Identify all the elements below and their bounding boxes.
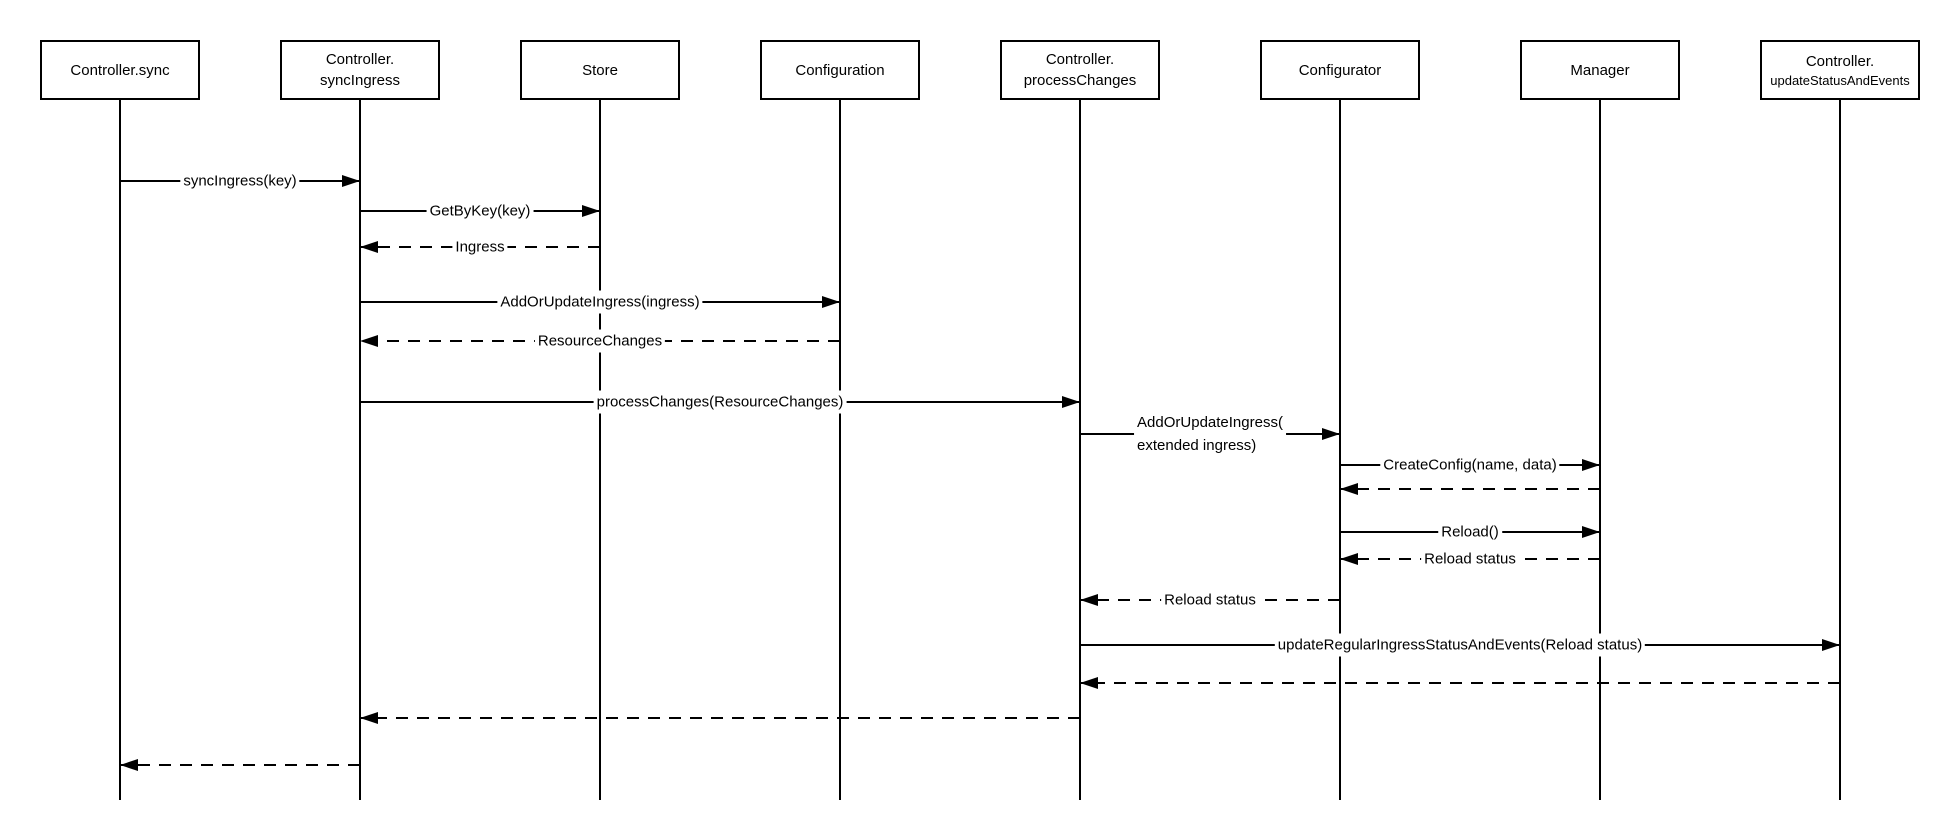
arrowhead-icon [1340, 483, 1358, 495]
message-label: ResourceChanges [534, 329, 666, 353]
arrowhead-icon [582, 205, 600, 217]
message-label: CreateConfig(name, data) [1380, 453, 1560, 477]
lifeline-sync [119, 100, 121, 800]
participant-label: syncIngress [319, 72, 401, 89]
participant-store: Store [520, 40, 680, 100]
arrowhead-icon [360, 335, 378, 347]
message-label-line: AddOrUpdateIngress(ingress) [500, 293, 700, 311]
message-label-line: GetByKey(key) [429, 202, 531, 220]
lifeline-manager [1599, 100, 1601, 800]
arrowhead-icon [342, 175, 360, 187]
arrowhead-icon [1582, 526, 1600, 538]
arrowhead-icon [822, 296, 840, 308]
participant-processChanges: Controller. processChanges [1000, 40, 1160, 100]
lifeline-processChanges [1079, 100, 1081, 800]
message-label: GetByKey(key) [426, 199, 534, 223]
participant-label: Controller.sync [70, 61, 170, 79]
message-line-9 [1340, 488, 1600, 490]
participant-label: Configurator [1298, 61, 1382, 79]
participant-configurator: Configurator [1260, 40, 1420, 100]
participant-label: Store [582, 61, 618, 79]
participant-label: Controller. [1805, 53, 1875, 70]
message-line-16 [120, 764, 360, 766]
message-line-14 [1080, 682, 1840, 684]
participant-label: Configuration [795, 61, 885, 79]
arrowhead-icon [360, 712, 378, 724]
message-label-line: processChanges(ResourceChanges) [596, 393, 844, 411]
arrowhead-icon [1822, 639, 1840, 651]
lifeline-updateStatusAndEvents [1839, 100, 1841, 800]
arrowhead-icon [1062, 396, 1080, 408]
lifeline-syncIngress [359, 100, 361, 800]
message-label: processChanges(ResourceChanges) [593, 390, 847, 414]
arrowhead-icon [1080, 677, 1098, 689]
arrowhead-icon [1080, 594, 1098, 606]
participant-label: Controller. [1045, 51, 1115, 68]
message-label-line: updateRegularIngressStatusAndEvents(Relo… [1277, 636, 1643, 654]
message-label-line: CreateConfig(name, data) [1383, 456, 1557, 474]
message-label: Reload status [1161, 588, 1259, 612]
message-label: Ingress [452, 235, 508, 259]
message-label-line: Reload() [1441, 523, 1499, 541]
message-label: AddOrUpdateIngress( extended ingress) [1134, 411, 1286, 457]
lifeline-configuration [839, 100, 841, 800]
arrowhead-icon [1582, 459, 1600, 471]
arrowhead-icon [1340, 553, 1358, 565]
participant-label: Controller. [325, 51, 395, 68]
arrowhead-icon [360, 241, 378, 253]
participant-configuration: Configuration [760, 40, 920, 100]
message-label: Reload() [1438, 520, 1502, 544]
message-label-line: ResourceChanges [537, 332, 663, 350]
message-label-line: AddOrUpdateIngress( [1137, 414, 1283, 431]
message-label: Reload status [1421, 547, 1519, 571]
participant-label: updateStatusAndEvents [1770, 73, 1910, 88]
message-label: updateRegularIngressStatusAndEvents(Relo… [1274, 633, 1646, 657]
message-label: syncIngress(key) [180, 169, 300, 193]
participant-label: Manager [1570, 61, 1630, 79]
message-label-line: Ingress [455, 238, 505, 256]
message-label-line: syncIngress(key) [183, 172, 297, 190]
lifeline-store [599, 100, 601, 800]
participant-sync: Controller.sync [40, 40, 200, 100]
arrowhead-icon [120, 759, 138, 771]
message-label: AddOrUpdateIngress(ingress) [497, 290, 703, 314]
participant-label: processChanges [1023, 72, 1137, 89]
lifeline-configurator [1339, 100, 1341, 800]
message-label-line: extended ingress) [1137, 437, 1257, 454]
message-label-line: Reload status [1424, 550, 1516, 568]
participant-updateStatusAndEvents: Controller. updateStatusAndEvents [1760, 40, 1920, 100]
message-label-line: Reload status [1164, 591, 1256, 609]
participant-manager: Manager [1520, 40, 1680, 100]
arrowhead-icon [1322, 428, 1340, 440]
participant-syncIngress: Controller. syncIngress [280, 40, 440, 100]
message-line-15 [360, 717, 1080, 719]
